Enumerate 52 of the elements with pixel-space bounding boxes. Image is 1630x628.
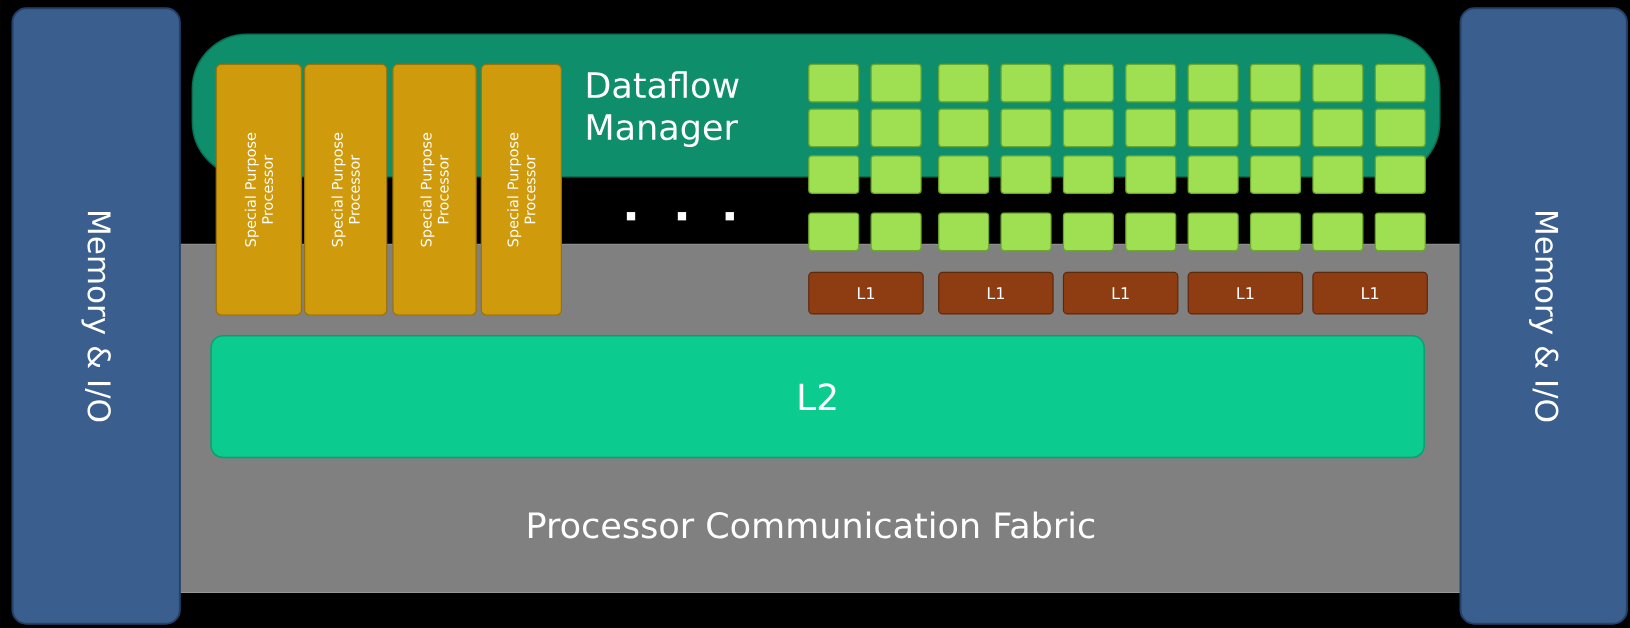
cache-box: L1	[808, 271, 924, 315]
core-box	[808, 212, 860, 252]
core-box	[870, 155, 922, 194]
core-box	[1062, 155, 1114, 194]
memory-bar: Memory & I/O	[1459, 7, 1628, 625]
core-box	[1187, 63, 1239, 103]
core-box	[1187, 155, 1239, 194]
core-box	[870, 212, 922, 252]
core-box	[1374, 155, 1426, 194]
cache-box: L1	[938, 271, 1054, 315]
core-box	[938, 108, 990, 148]
processor-box: Special Purpose Processor	[304, 63, 388, 316]
core-box	[938, 63, 990, 103]
core-box	[1000, 155, 1052, 194]
core-box	[1062, 63, 1114, 103]
core-box	[808, 108, 860, 148]
core-box	[1312, 212, 1364, 252]
core-box	[1125, 108, 1177, 148]
cache-box: L1	[1312, 271, 1428, 315]
core-box	[1000, 108, 1052, 148]
core-box	[1187, 212, 1239, 252]
core-box	[1125, 155, 1177, 194]
core-box	[1250, 155, 1302, 194]
core-box	[808, 63, 860, 103]
core-box	[808, 155, 860, 194]
core-box	[1250, 108, 1302, 148]
core-box	[870, 108, 922, 148]
core-box	[1125, 63, 1177, 103]
core-box	[1187, 108, 1239, 148]
cache-box: L1	[1062, 271, 1179, 315]
cache-bar: L2	[210, 335, 1425, 459]
core-box	[1312, 108, 1364, 148]
processor-box: Special Purpose Processor	[215, 63, 303, 316]
core-box	[1000, 63, 1052, 103]
core-box	[1312, 155, 1364, 194]
cache-box: L1	[1187, 271, 1304, 315]
core-box	[938, 212, 990, 252]
core-box	[1062, 108, 1114, 148]
core-box	[1062, 212, 1114, 252]
processor-box: Special Purpose Processor	[392, 63, 477, 316]
core-box	[870, 63, 922, 103]
processor-box: Special Purpose Processor	[480, 63, 562, 316]
core-box	[938, 155, 990, 194]
core-box	[1125, 212, 1177, 252]
core-box	[1312, 63, 1364, 103]
core-box	[1250, 63, 1302, 103]
core-box	[1374, 63, 1426, 103]
core-box	[1374, 212, 1426, 252]
core-box	[1374, 108, 1426, 148]
core-box	[1000, 212, 1052, 252]
core-box	[1250, 212, 1302, 252]
memory-bar: Memory & I/O	[11, 7, 181, 625]
